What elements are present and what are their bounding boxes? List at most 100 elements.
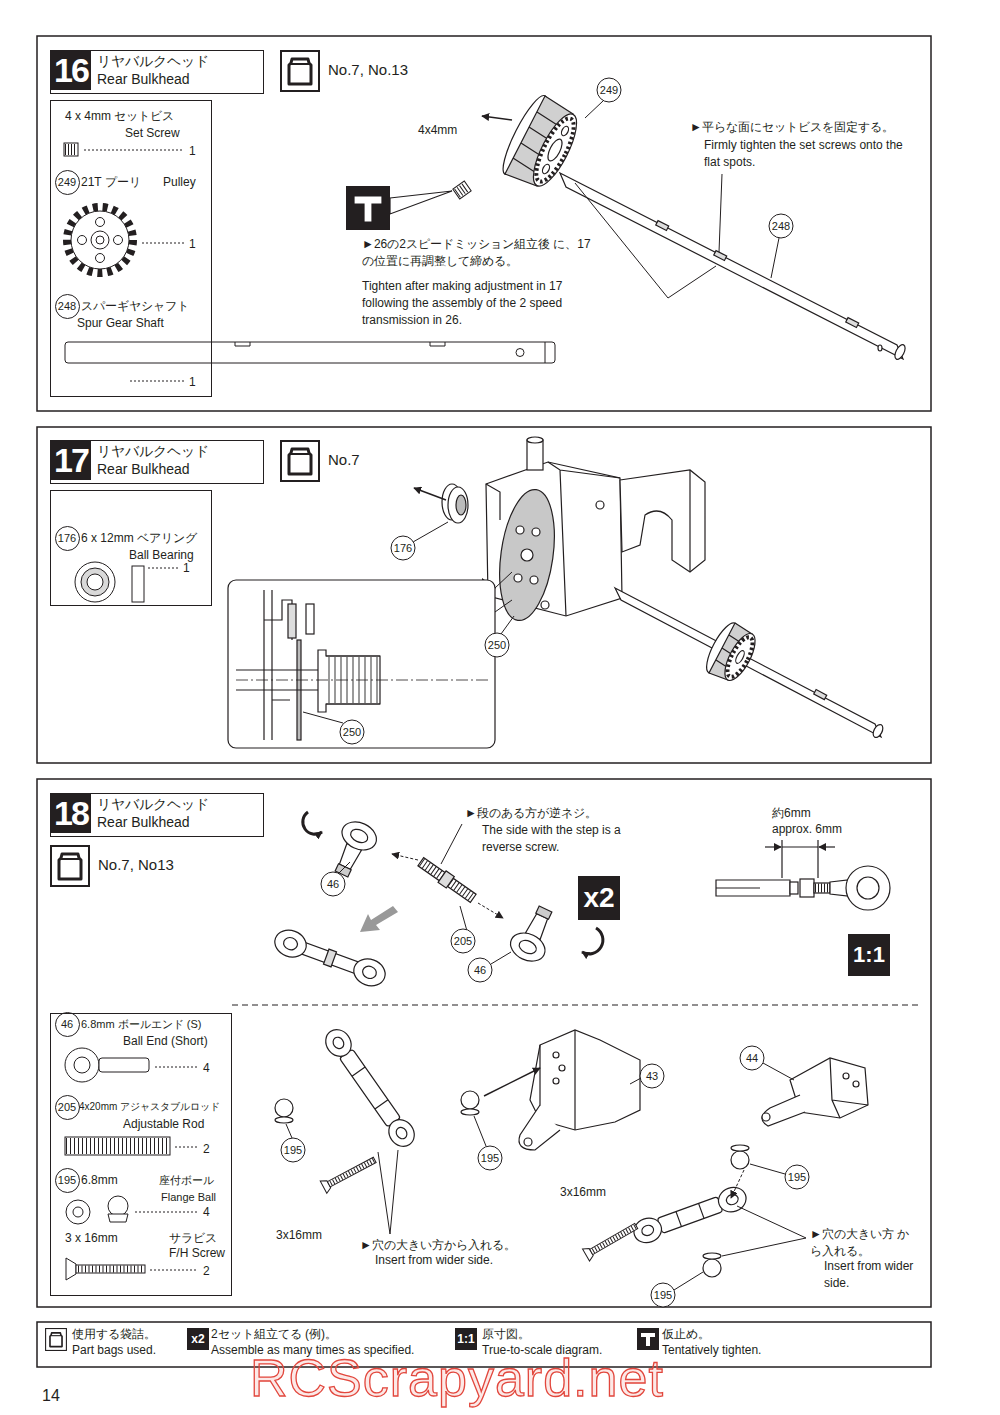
leader-line [478, 903, 503, 918]
leader-line [575, 183, 716, 298]
part-icon [66, 1138, 169, 1154]
set-screw [457, 187, 467, 194]
rear-bulkhead [456, 495, 466, 515]
part-icon [148, 568, 180, 569]
callout-number: 250 [483, 638, 511, 652]
leader-line [286, 1063, 806, 1290]
rear-bulkhead [492, 486, 562, 624]
ball-end [517, 938, 538, 956]
callout-number: 43 [638, 1069, 666, 1083]
part-icon [81, 568, 109, 596]
part-bag: No.7, No13 [50, 845, 210, 887]
scale-rod [857, 877, 879, 899]
link-rod [339, 1049, 400, 1127]
pulley [496, 91, 585, 191]
link-rod [331, 1035, 346, 1051]
assembly-note-en: Tighten after making adjustment in 17 fo… [362, 278, 594, 329]
ball-end [506, 928, 550, 967]
screw-size-label: 3x16mm [276, 1228, 322, 1242]
part-name-en: Adjustable Rod [123, 1117, 204, 1131]
leader-line [414, 488, 446, 500]
link-rod [321, 1025, 750, 1247]
detail-inset [236, 669, 318, 670]
leader-line [763, 1063, 794, 1080]
part-quantity: 2 [203, 1264, 210, 1278]
part-bag-icon [281, 51, 319, 91]
flat-head-screw [320, 1154, 640, 1261]
parts-list-box: 466.8mm ボールエンド (S)Ball End (Short)42054x… [50, 1013, 232, 1296]
detail-inset [288, 604, 296, 638]
part-name-en: Pulley [163, 175, 196, 189]
assembly-note-ja: ►段のある方が逆ネジ。 [465, 806, 597, 820]
assembly-note-ja: ►平らな面にセットビスを固定する。 [690, 120, 894, 134]
spur-gear-shaft [714, 251, 727, 261]
flat-head-screw [590, 1223, 638, 1254]
part-bag-number: No.7 [328, 453, 360, 467]
assembled-rod [324, 949, 337, 967]
rear-bulkhead [448, 487, 468, 523]
rear-bulkhead [442, 437, 885, 739]
leader-line [474, 1116, 486, 1146]
part-icon [64, 143, 78, 156]
leader-line [719, 174, 722, 252]
leader-line [378, 1152, 390, 1234]
scale-rod [815, 884, 829, 893]
spur-gear-shaft [846, 318, 859, 328]
leader-line [484, 1068, 540, 1096]
repeat-icon [848, 934, 890, 976]
assembly-note-ja: ►26の2スピードミッション組立後 に、17の位置に再調整して締める。 [362, 236, 594, 270]
part-icon [99, 1058, 149, 1072]
scale-rod [819, 846, 835, 847]
leader-line [482, 116, 512, 120]
part-quantity: 1 [189, 375, 196, 389]
step-panel [37, 779, 931, 1307]
repeat-icon-label: x2 [187, 1328, 209, 1350]
part-icon [66, 1258, 76, 1280]
part-bag-icon [46, 1329, 67, 1351]
rear-bulkhead [723, 634, 758, 680]
part-bag-number: No.7, No.13 [328, 63, 408, 77]
leader-line [286, 1124, 292, 1138]
part-icon [71, 211, 129, 269]
bulkhead-part [559, 1065, 565, 1071]
step-header: 18リヤバルクヘッドRear Bulkhead [50, 793, 264, 837]
flange-ball [703, 1259, 721, 1277]
part-icon [235, 342, 445, 346]
leader-line [750, 1164, 785, 1174]
link-rod [394, 1125, 409, 1141]
part-icon [155, 1067, 198, 1068]
legend-text: True-to-scale diagram. [482, 1343, 602, 1358]
callout-number: 205 [449, 934, 477, 948]
part-icon [175, 1147, 198, 1148]
assembly-note-en: Insert from wider side. [824, 1258, 914, 1292]
part-icon [96, 236, 104, 244]
callout-number: 176 [389, 541, 417, 555]
part-icon [78, 236, 87, 245]
part-bag-number: No.7, No13 [98, 858, 174, 872]
flange-ball [461, 1091, 479, 1109]
dimension-label: approx. 6mm [772, 822, 842, 836]
scale-rod [830, 880, 848, 896]
part-icon [135, 1212, 198, 1213]
watermark: RCScrapyard.net [250, 1352, 664, 1404]
leader-line [495, 572, 512, 588]
link-rod [630, 1184, 749, 1247]
callout-number: 46 [319, 877, 347, 891]
flange-ball [703, 1253, 721, 1259]
flat-head-screw [320, 1154, 378, 1194]
callout-number: 248 [53, 299, 81, 313]
step-number: 17 [51, 441, 91, 480]
part-name-ja: スパーギヤシャフト [81, 299, 189, 313]
part-icon [516, 349, 524, 357]
repeat-icon-label: x2 [578, 876, 620, 920]
scale-rod [782, 846, 818, 847]
rear-bulkhead [521, 549, 533, 561]
ball-end [337, 817, 381, 856]
part-name-ja: 6 x 12mm ベアリング [81, 531, 197, 545]
rotation-arrow [582, 928, 603, 954]
part-name-ja: 21T プーリ [81, 175, 141, 189]
set-screw [453, 181, 471, 199]
rear-bulkhead [814, 690, 827, 700]
callout-circle [281, 78, 809, 1307]
